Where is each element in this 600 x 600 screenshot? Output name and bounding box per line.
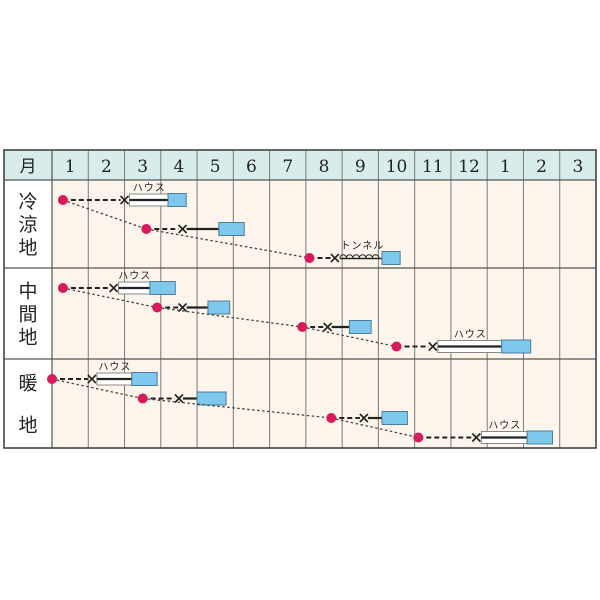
sowing-sequence-dotted-line — [62, 287, 158, 309]
header-month-10: 10 — [386, 157, 408, 177]
header-month-4: 4 — [174, 157, 185, 177]
region-label-char: 涼 — [18, 214, 37, 236]
header-month-5: 5 — [210, 157, 221, 177]
planting-cross-icon — [109, 283, 119, 293]
header-month-13: 1 — [500, 157, 511, 177]
tunnel-cover-loops — [339, 254, 380, 259]
header-month-1: 1 — [65, 157, 76, 177]
header-month-15: 3 — [572, 157, 583, 177]
sowing-dot-icon — [141, 224, 152, 234]
sowing-sequence-dotted-line — [302, 326, 397, 348]
header-background — [4, 150, 596, 180]
region-label-char: 地 — [18, 415, 37, 437]
region-label-char: 地 — [18, 237, 37, 259]
harvest-bar — [196, 391, 227, 406]
harvest-bar — [207, 300, 231, 315]
cover-label-tunnel: トンネル — [341, 240, 385, 252]
header-month-8: 8 — [319, 157, 330, 177]
header-month-7: 7 — [282, 157, 293, 177]
harvest-bar — [348, 320, 372, 334]
harvest-bar — [218, 222, 245, 236]
planting-cross-icon — [359, 413, 369, 423]
header-month-14: 2 — [536, 157, 547, 177]
planting-cross-icon — [177, 302, 188, 313]
planting-cross-icon — [428, 341, 438, 352]
sowing-dot-icon — [297, 322, 308, 332]
harvest-bar — [149, 281, 176, 295]
sowing-sequence-dotted-line — [157, 306, 303, 328]
header-month-2: 2 — [101, 157, 112, 177]
cover-label-house: ハウス — [133, 182, 166, 194]
sowing-dot-icon — [326, 413, 337, 423]
header-month-9: 9 — [355, 157, 366, 177]
planting-cross-icon — [323, 322, 333, 332]
cover-label-house: ハウス — [488, 420, 521, 432]
planting-cross-icon — [330, 253, 340, 263]
planting-cross-icon — [119, 195, 130, 205]
region-label-char: 冷 — [18, 191, 37, 213]
cell-background — [52, 180, 596, 448]
region-label-char: 間 — [18, 304, 37, 326]
header-month-3: 3 — [137, 157, 148, 177]
region-label-char: 地 — [18, 327, 37, 349]
planting-cross-icon — [177, 224, 188, 234]
harvest-bar — [381, 251, 401, 265]
harvest-bar — [381, 411, 408, 425]
sowing-dot-icon — [391, 341, 402, 352]
sowing-sequence-dotted-line — [142, 397, 332, 419]
sowing-sequence-dotted-line — [51, 378, 143, 400]
sowing-dot-icon — [47, 374, 57, 384]
header-month-12: 12 — [458, 157, 480, 177]
grid-background — [4, 150, 596, 448]
label-column-background — [4, 180, 52, 448]
header-month-label: 月 — [20, 157, 37, 177]
cover-label-house: ハウス — [98, 361, 131, 373]
sowing-dot-icon — [304, 253, 315, 263]
harvest-bar — [526, 430, 553, 445]
harvest-bar — [131, 372, 158, 386]
sowing-dot-icon — [152, 302, 163, 313]
harvest-bar — [501, 339, 532, 354]
harvest-bar — [167, 193, 187, 207]
header-month-6: 6 — [246, 157, 257, 177]
cover-label-house: ハウス — [454, 329, 487, 341]
cover-label-house: ハウス — [118, 270, 151, 282]
header-month-11: 11 — [422, 157, 444, 177]
region-label-char: 中 — [18, 281, 37, 303]
grid-lines — [3, 149, 597, 449]
sowing-dot-icon — [413, 432, 424, 443]
sowing-dot-icon — [57, 283, 68, 293]
sowing-dot-icon — [57, 195, 68, 205]
region-label-char: 暖 — [18, 373, 37, 395]
grid-border — [3, 149, 597, 449]
planting-cross-icon — [87, 374, 97, 384]
sowing-dot-icon — [137, 393, 148, 404]
planting-cross-icon — [471, 432, 481, 443]
planting-cross-icon — [174, 393, 184, 404]
